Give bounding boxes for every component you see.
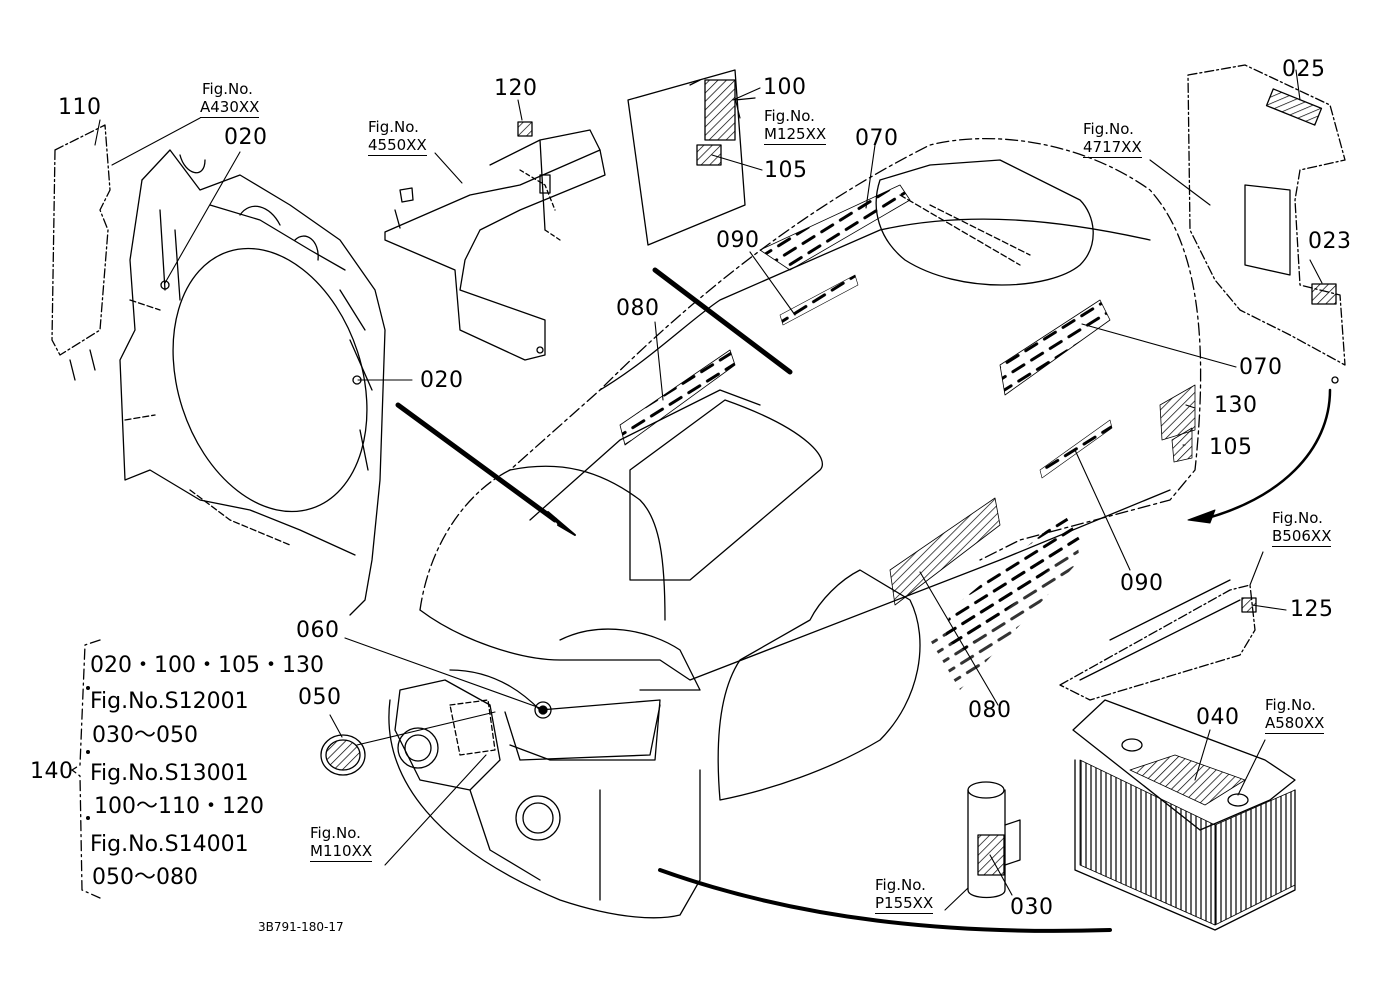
filter-030-drawing: [967, 781, 1021, 899]
fig-ref-p155: Fig.No. P155XX: [875, 876, 934, 914]
plate-m125-drawing: [627, 69, 756, 246]
fig-ref-title: Fig.No.: [202, 80, 253, 98]
callout-090-top: 090: [716, 228, 760, 253]
legend-line-7: 050～080: [92, 865, 198, 890]
legend-line-1: 020・100・105・130: [90, 653, 324, 678]
fig-ref-title: Fig.No.: [310, 824, 361, 842]
callout-040: 040: [1196, 705, 1240, 730]
fig-ref-code: B506XX: [1272, 527, 1332, 547]
legend-bracket: [71, 639, 101, 899]
callout-030: 030: [1010, 895, 1054, 920]
legend-line-3: 030～050: [92, 723, 198, 748]
fig-ref-a430: Fig.No. A430XX: [200, 80, 260, 118]
fan-shroud-drawing: [51, 124, 386, 616]
callout-120: 120: [494, 76, 538, 101]
callout-105-right: 105: [1209, 435, 1253, 460]
bracket-4550-drawing: [384, 121, 606, 361]
hood-drawing: [388, 138, 1202, 919]
fig-ref-title: Fig.No.: [1272, 509, 1323, 527]
callout-105-top: 105: [764, 158, 808, 183]
fig-ref-code: A430XX: [200, 98, 260, 118]
battery-drawing: [1072, 699, 1296, 931]
callout-025: 025: [1282, 57, 1326, 82]
callout-020-right: 020: [420, 368, 464, 393]
fig-ref-m125: Fig.No. M125XX: [764, 107, 827, 145]
fig-ref-code: M125XX: [764, 125, 827, 145]
callout-110: 110: [58, 95, 102, 120]
callout-125: 125: [1290, 597, 1334, 622]
callout-130: 130: [1214, 393, 1258, 418]
legend-dots: [86, 686, 90, 820]
fig-ref-a580: Fig.No. A580XX: [1265, 696, 1325, 734]
legend-line-6: Fig.No.S14001: [90, 832, 249, 857]
drawing-code: 3B791-180-17: [258, 920, 344, 934]
legend-line-2: Fig.No.S12001: [90, 689, 249, 714]
fig-ref-code: 4550XX: [368, 136, 427, 156]
panel-4717-drawing: [1187, 64, 1346, 384]
fig-ref-title: Fig.No.: [1265, 696, 1316, 714]
fig-ref-4717: Fig.No. 4717XX: [1083, 120, 1142, 158]
fig-ref-m110: Fig.No. M110XX: [310, 824, 373, 862]
callout-080-bottom: 080: [968, 698, 1012, 723]
leader-lines: [94, 69, 1323, 911]
fig-ref-title: Fig.No.: [1083, 120, 1134, 138]
cap-050-drawing: [320, 734, 366, 776]
fig-ref-code: M110XX: [310, 842, 373, 862]
callout-050: 050: [298, 685, 342, 710]
callout-140: 140: [30, 759, 74, 784]
bracket-b506-drawing: [1059, 579, 1257, 701]
callout-100: 100: [763, 75, 807, 100]
legend-line-5: 100～110・120: [94, 794, 264, 819]
fig-ref-title: Fig.No.: [368, 118, 419, 136]
callout-070-top: 070: [855, 126, 899, 151]
fig-ref-4550: Fig.No. 4550XX: [368, 118, 427, 156]
callout-080-top: 080: [616, 296, 660, 321]
fig-ref-title: Fig.No.: [875, 876, 926, 894]
legend-line-4: Fig.No.S13001: [90, 761, 249, 786]
callout-020-top: 020: [224, 125, 268, 150]
direction-arrows: [395, 267, 1332, 933]
fig-ref-code: A580XX: [1265, 714, 1325, 734]
fig-ref-code: P155XX: [875, 894, 934, 914]
callout-060: 060: [296, 618, 340, 643]
callout-070-right: 070: [1239, 355, 1283, 380]
fig-ref-code: 4717XX: [1083, 138, 1142, 158]
fig-ref-title: Fig.No.: [764, 107, 815, 125]
fig-ref-b506: Fig.No. B506XX: [1272, 509, 1332, 547]
callout-090-right: 090: [1120, 571, 1164, 596]
callout-023: 023: [1308, 229, 1352, 254]
